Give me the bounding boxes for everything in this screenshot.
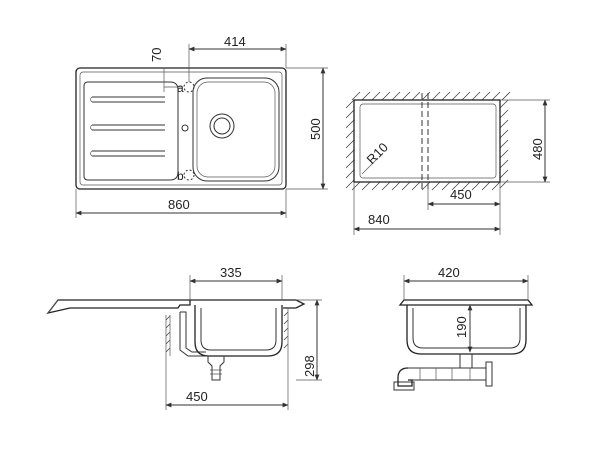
drainer-area bbox=[83, 81, 179, 181]
side-bowl-width-dim-label: 335 bbox=[220, 265, 242, 280]
cutout-width-dim-label: 840 bbox=[368, 212, 390, 227]
drainer-grooves bbox=[90, 96, 165, 157]
side-drain bbox=[207, 356, 225, 381]
side-view: 335 298 450 bbox=[46, 265, 322, 410]
top-view: a b 70 414 500 860 bbox=[75, 34, 328, 218]
cutout-height-dim-label: 480 bbox=[530, 138, 545, 160]
drain-outer bbox=[209, 113, 235, 139]
tap-hole-a-label: a bbox=[177, 81, 184, 95]
tap-hole-b bbox=[183, 169, 195, 181]
drain-inner bbox=[213, 117, 231, 135]
tap-hole-a bbox=[183, 81, 195, 93]
side-depth-dim-label: 298 bbox=[302, 355, 317, 377]
side-overflow-pipe bbox=[179, 311, 206, 357]
end-view: 420 190 bbox=[393, 265, 534, 391]
sink-outline bbox=[75, 67, 287, 190]
end-drain-pipe bbox=[408, 367, 486, 381]
radius-label: R10 bbox=[364, 140, 391, 167]
cutout-bowl-dim-label: 450 bbox=[450, 187, 472, 202]
end-depth-dim-label: 190 bbox=[454, 316, 469, 338]
hatch-right bbox=[499, 99, 509, 189]
end-width-dim-label: 420 bbox=[438, 265, 460, 280]
end-elbow bbox=[397, 367, 413, 387]
side-base-width-dim-label: 450 bbox=[186, 389, 208, 404]
side-hatch-left bbox=[165, 315, 171, 353]
side-drainer bbox=[46, 299, 191, 315]
bowl bbox=[192, 77, 280, 182]
bowl-width-dim-label: 414 bbox=[224, 34, 246, 49]
end-bowl bbox=[406, 305, 527, 355]
offset-dim-label: 70 bbox=[149, 48, 164, 62]
hatch-top bbox=[351, 91, 511, 101]
cutout-view: R10 480 450 840 bbox=[345, 91, 550, 235]
overflow-hole bbox=[181, 124, 189, 132]
side-hatch-right bbox=[283, 311, 289, 349]
hatch-left bbox=[345, 99, 355, 189]
height-dim-label: 500 bbox=[308, 118, 323, 140]
width-dim-label: 860 bbox=[168, 197, 190, 212]
cutout-outline bbox=[353, 99, 501, 183]
hatch-bottom bbox=[351, 181, 501, 191]
side-bowl bbox=[194, 305, 283, 357]
tap-hole-b-label: b bbox=[177, 169, 184, 183]
